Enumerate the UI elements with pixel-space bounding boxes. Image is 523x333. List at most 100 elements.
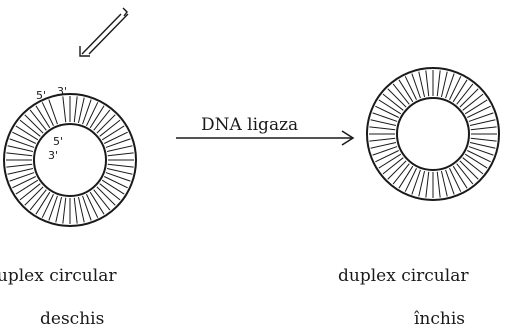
base-pair-tick bbox=[470, 120, 495, 126]
base-pair-tick bbox=[446, 74, 455, 99]
base-pair-tick bbox=[12, 132, 35, 143]
base-pair-tick bbox=[20, 184, 40, 200]
base-pair-tick bbox=[441, 171, 447, 196]
base-pair-tick bbox=[419, 171, 425, 196]
base-pair-tick bbox=[20, 120, 40, 136]
base-pair-tick bbox=[107, 146, 132, 152]
base-pair-tick bbox=[460, 89, 478, 107]
base-pair-tick bbox=[104, 132, 127, 143]
base-pair-tick bbox=[453, 166, 467, 188]
base-pair-tick bbox=[369, 138, 395, 141]
base-pair-tick bbox=[441, 72, 447, 97]
base-pair-tick bbox=[102, 126, 124, 140]
base-pair-tick bbox=[467, 150, 490, 161]
incoming-double-arrow bbox=[80, 8, 128, 56]
base-pair-tick bbox=[97, 115, 115, 133]
base-pair-tick bbox=[102, 180, 124, 194]
base-pair-tick bbox=[49, 100, 58, 125]
base-pair-tick bbox=[371, 142, 396, 148]
base-pair-tick bbox=[90, 192, 104, 214]
left-caption-line1: duplex circular bbox=[0, 266, 116, 286]
base-pair-tick bbox=[471, 138, 497, 141]
base-pair-tick bbox=[465, 154, 487, 168]
base-pair-tick bbox=[373, 147, 398, 156]
base-pair-tick bbox=[63, 198, 66, 224]
base-pair-tick bbox=[405, 76, 416, 99]
base-pair-tick bbox=[379, 154, 401, 168]
base-pair-tick bbox=[469, 113, 494, 122]
base-pair-tick bbox=[449, 76, 460, 99]
closed-circular-duplex bbox=[367, 68, 499, 200]
base-pair-tick bbox=[36, 192, 50, 214]
base-pair-tick bbox=[25, 115, 43, 133]
base-pair-tick bbox=[465, 100, 487, 114]
enzyme-label: DNA ligaza bbox=[201, 115, 298, 135]
base-pair-tick bbox=[470, 142, 495, 148]
base-pair-tick bbox=[469, 147, 494, 156]
base-pair-tick bbox=[6, 153, 32, 156]
base-pair-tick bbox=[12, 176, 35, 187]
base-pair-tick bbox=[399, 166, 413, 188]
open-circular-duplex bbox=[4, 94, 136, 226]
base-pair-tick bbox=[78, 98, 84, 123]
base-pair-tick bbox=[83, 196, 92, 221]
base-pair-tick bbox=[107, 168, 132, 174]
base-pair-tick bbox=[383, 94, 403, 110]
base-pair-tick bbox=[379, 100, 401, 114]
base-pair-tick bbox=[457, 164, 473, 184]
base-pair-tick bbox=[375, 106, 398, 117]
left-ring-base-pairs bbox=[6, 96, 134, 224]
base-pair-tick bbox=[383, 158, 403, 174]
base-pair-tick bbox=[437, 70, 440, 96]
base-pair-tick bbox=[56, 197, 62, 222]
base-pair-tick bbox=[100, 120, 120, 136]
base-pair-tick bbox=[49, 196, 58, 221]
base-pair-tick bbox=[16, 180, 38, 194]
base-pair-tick bbox=[86, 102, 97, 125]
base-pair-tick bbox=[74, 96, 77, 122]
base-pair-tick bbox=[30, 110, 46, 130]
base-pair-tick bbox=[16, 126, 38, 140]
base-pair-tick bbox=[8, 146, 33, 152]
base-pair-tick bbox=[42, 194, 53, 217]
outer-three-prime-label: 3' bbox=[57, 82, 67, 102]
base-pair-tick bbox=[94, 190, 110, 210]
base-pair-tick bbox=[78, 197, 84, 222]
base-pair-tick bbox=[100, 184, 120, 200]
left-ring-inner-strand bbox=[34, 124, 106, 196]
base-pair-tick bbox=[36, 106, 50, 128]
base-pair-tick bbox=[471, 127, 497, 130]
base-pair-tick bbox=[446, 170, 455, 195]
base-pair-tick bbox=[30, 190, 46, 210]
base-pair-tick bbox=[426, 70, 429, 96]
base-pair-tick bbox=[108, 153, 134, 156]
right-ring-base-pairs bbox=[369, 70, 497, 198]
base-pair-tick bbox=[104, 176, 127, 187]
base-pair-tick bbox=[405, 168, 416, 191]
base-pair-tick bbox=[449, 168, 460, 191]
base-pair-tick bbox=[375, 150, 398, 161]
base-pair-tick bbox=[463, 158, 483, 174]
base-pair-tick bbox=[371, 120, 396, 126]
base-pair-tick bbox=[6, 164, 32, 167]
base-pair-tick bbox=[90, 106, 104, 128]
outer-five-prime-label: 5' bbox=[36, 86, 46, 106]
base-pair-tick bbox=[106, 139, 131, 148]
base-pair-tick bbox=[369, 127, 395, 130]
base-pair-tick bbox=[94, 110, 110, 130]
base-pair-tick bbox=[412, 170, 421, 195]
base-pair-tick bbox=[97, 187, 115, 205]
base-pair-tick bbox=[25, 187, 43, 205]
base-pair-tick bbox=[399, 80, 413, 102]
base-pair-tick bbox=[393, 84, 409, 104]
inner-three-prime-label: 3' bbox=[48, 146, 58, 166]
right-ring-inner-strand bbox=[397, 98, 469, 170]
base-pair-tick bbox=[388, 161, 406, 179]
base-pair-tick bbox=[108, 164, 134, 167]
base-pair-tick bbox=[8, 168, 33, 174]
base-pair-tick bbox=[412, 74, 421, 99]
base-pair-tick bbox=[426, 172, 429, 198]
base-pair-tick bbox=[437, 172, 440, 198]
base-pair-tick bbox=[460, 161, 478, 179]
base-pair-tick bbox=[453, 80, 467, 102]
